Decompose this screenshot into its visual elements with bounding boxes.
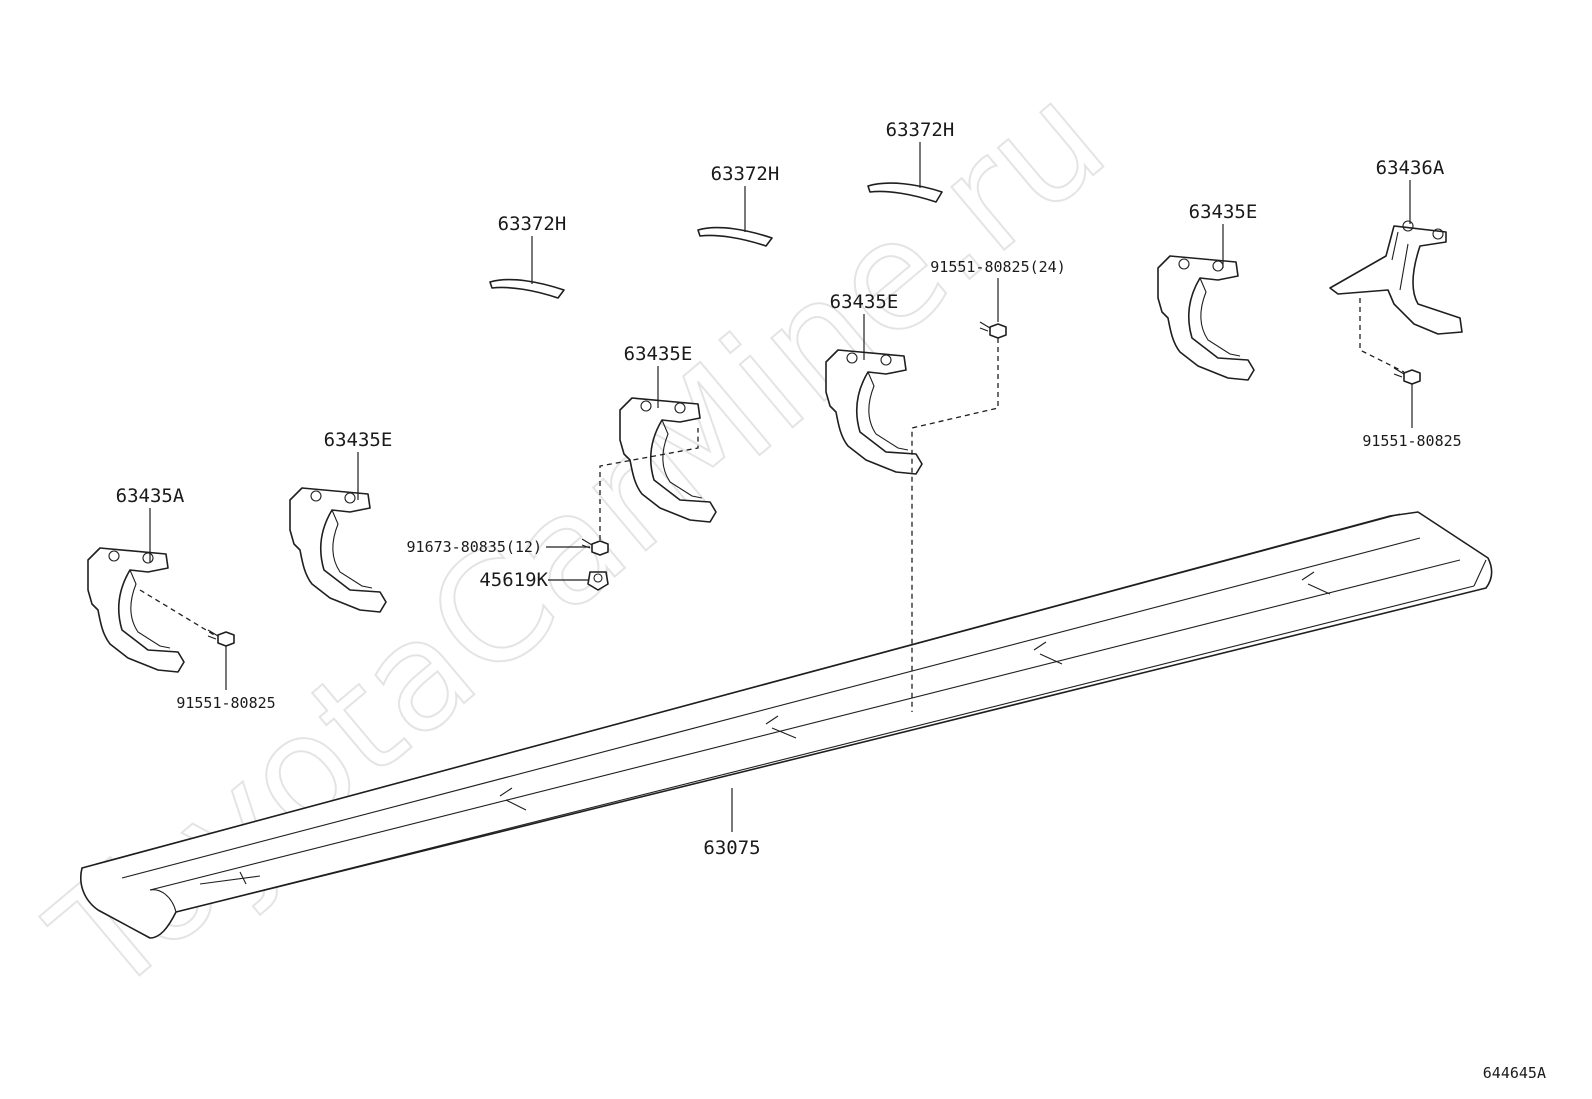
label-bolt-rear: 91551-80825 (1362, 432, 1461, 450)
label-bolt-bracket: 91673-80835(12) (407, 538, 542, 556)
assembly-lines (139, 298, 1405, 712)
label-bracket-2: 63435E (324, 429, 393, 451)
labels: 63372H 63372H 63372H 63435A 63435E 63435… (116, 119, 1546, 1082)
label-bracket-4: 63435E (830, 291, 899, 313)
label-bracket-front: 63435A (116, 485, 185, 507)
label-bolt-front: 91551-80825 (176, 694, 275, 712)
label-bracket-5: 63435E (1189, 201, 1258, 223)
bolt-front (207, 629, 235, 647)
bracket-front (87, 547, 185, 673)
bracket-5 (1157, 255, 1255, 381)
label-bracket-3: 63435E (624, 343, 693, 365)
pad-3 (867, 182, 943, 203)
label-pad-3: 63372H (886, 119, 955, 141)
bolt-rear (1393, 367, 1421, 385)
bolt-board (979, 321, 1007, 339)
label-step-board: 63075 (703, 837, 760, 859)
nut-45619k (587, 571, 609, 591)
label-pad-1: 63372H (498, 213, 567, 235)
bracket-rear (1329, 220, 1463, 335)
bracket-2 (289, 487, 387, 613)
label-pad-2: 63372H (711, 163, 780, 185)
drawing-id: 644645A (1483, 1064, 1546, 1082)
leader-lines (149, 142, 1413, 832)
label-bolt-board: 91551-80825(24) (930, 258, 1065, 276)
label-nut: 45619K (479, 569, 548, 591)
pad-1 (489, 278, 565, 299)
label-bracket-rear: 63436A (1376, 157, 1445, 179)
pad-2 (697, 226, 773, 247)
step-board (80, 511, 1493, 939)
